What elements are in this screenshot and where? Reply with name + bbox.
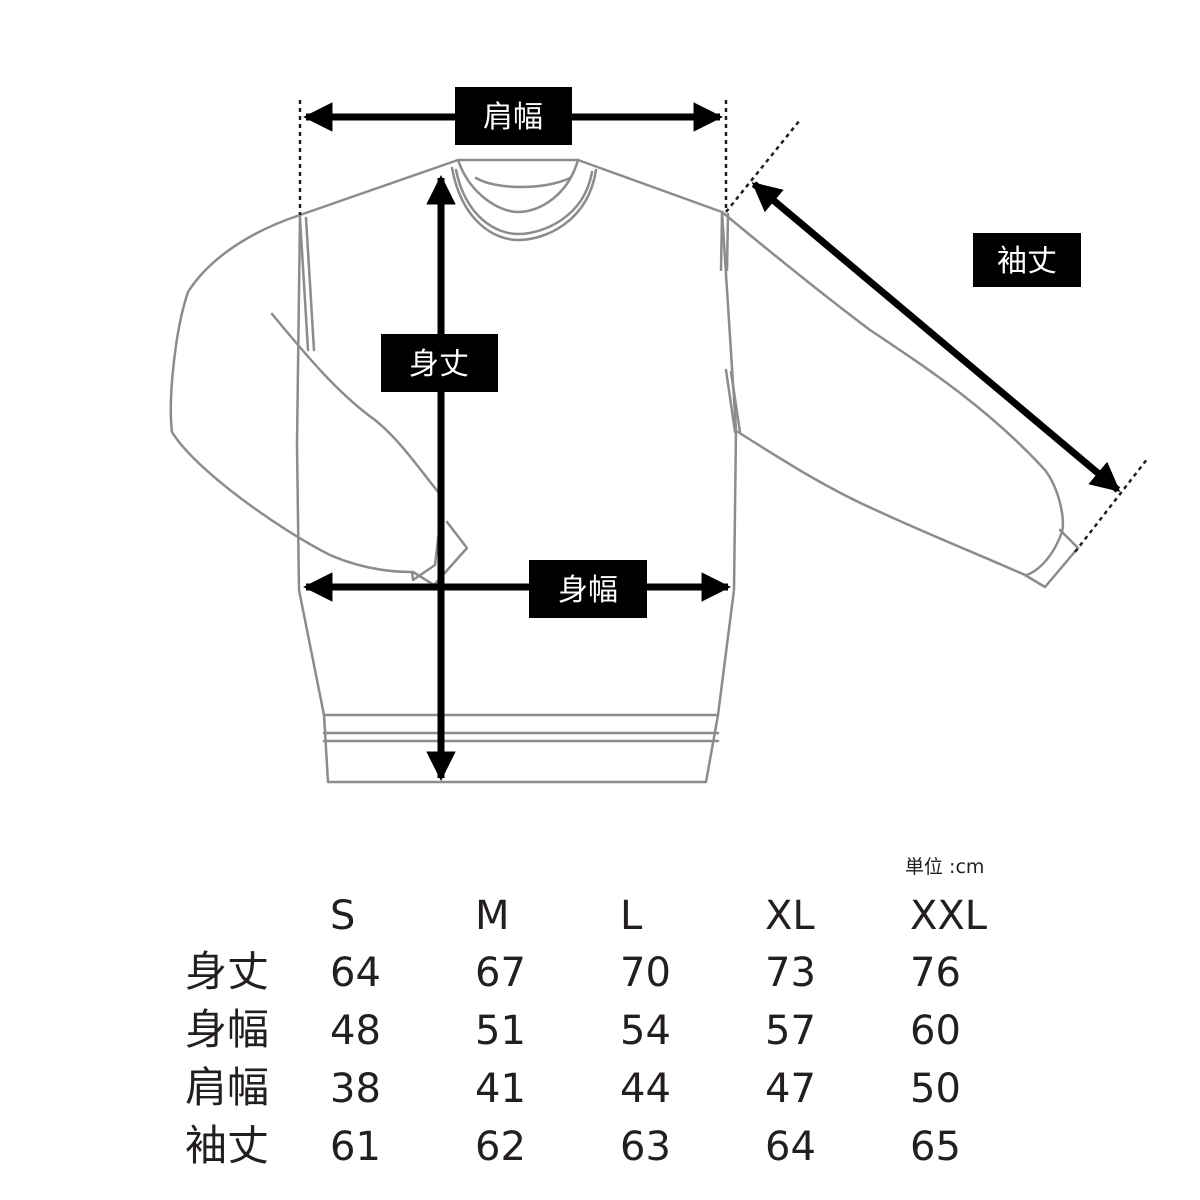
table-cell: 62	[475, 1124, 526, 1170]
table-cell: 47	[765, 1066, 816, 1112]
row-label: 身幅	[185, 1005, 270, 1054]
hem-rib	[322, 713, 720, 784]
table-cell: 64	[765, 1124, 816, 1170]
svg-text:身幅: 身幅	[558, 573, 618, 608]
table-cell: 54	[620, 1008, 671, 1054]
svg-text:袖丈: 袖丈	[997, 244, 1057, 279]
right-cuff	[1023, 528, 1080, 589]
size-header: XL	[765, 893, 815, 939]
table-cell: 41	[475, 1066, 526, 1112]
table-cell: 67	[475, 950, 526, 996]
table-cell: 63	[620, 1124, 671, 1170]
table-cell: 38	[330, 1066, 381, 1112]
table-cell: 70	[620, 950, 671, 996]
sweatshirt-outline	[169, 158, 1080, 784]
collar-outline	[456, 158, 580, 214]
size-header: L	[620, 893, 643, 939]
left-sleeve-outline	[169, 213, 445, 582]
size-header: S	[330, 893, 356, 939]
size-header: XXL	[910, 893, 988, 939]
label-shoulder-width: 肩幅	[455, 87, 572, 145]
row-label: 身丈	[185, 947, 270, 996]
table-cell: 50	[910, 1066, 961, 1112]
svg-text:肩幅: 肩幅	[483, 100, 543, 135]
row-label: 肩幅	[185, 1063, 270, 1112]
unit-note: 単位 :cm	[905, 856, 985, 878]
table-cell: 48	[330, 1008, 381, 1054]
svg-text:身丈: 身丈	[409, 347, 469, 382]
table-cell: 51	[475, 1008, 526, 1054]
table-cell: 64	[330, 950, 381, 996]
table-cell: 60	[910, 1008, 961, 1054]
table-cell: 76	[910, 950, 961, 996]
table-cell: 44	[620, 1066, 671, 1112]
sleeve-length-arrow	[751, 181, 1121, 493]
label-sleeve-length: 袖丈	[973, 233, 1081, 287]
measure-arrows	[303, 102, 1121, 781]
body-outline	[295, 158, 738, 717]
label-body-width: 身幅	[529, 560, 647, 618]
sweatshirt-diagram: 肩幅 身丈 身幅 袖丈	[169, 87, 1149, 784]
table-cell: 57	[765, 1008, 816, 1054]
guide-lines	[298, 100, 1149, 553]
table-cell: 65	[910, 1124, 961, 1170]
table-cell: 73	[765, 950, 816, 996]
label-body-length: 身丈	[381, 334, 498, 392]
row-label: 袖丈	[185, 1121, 270, 1170]
table-cell: 61	[330, 1124, 381, 1170]
size-header: M	[475, 893, 510, 939]
